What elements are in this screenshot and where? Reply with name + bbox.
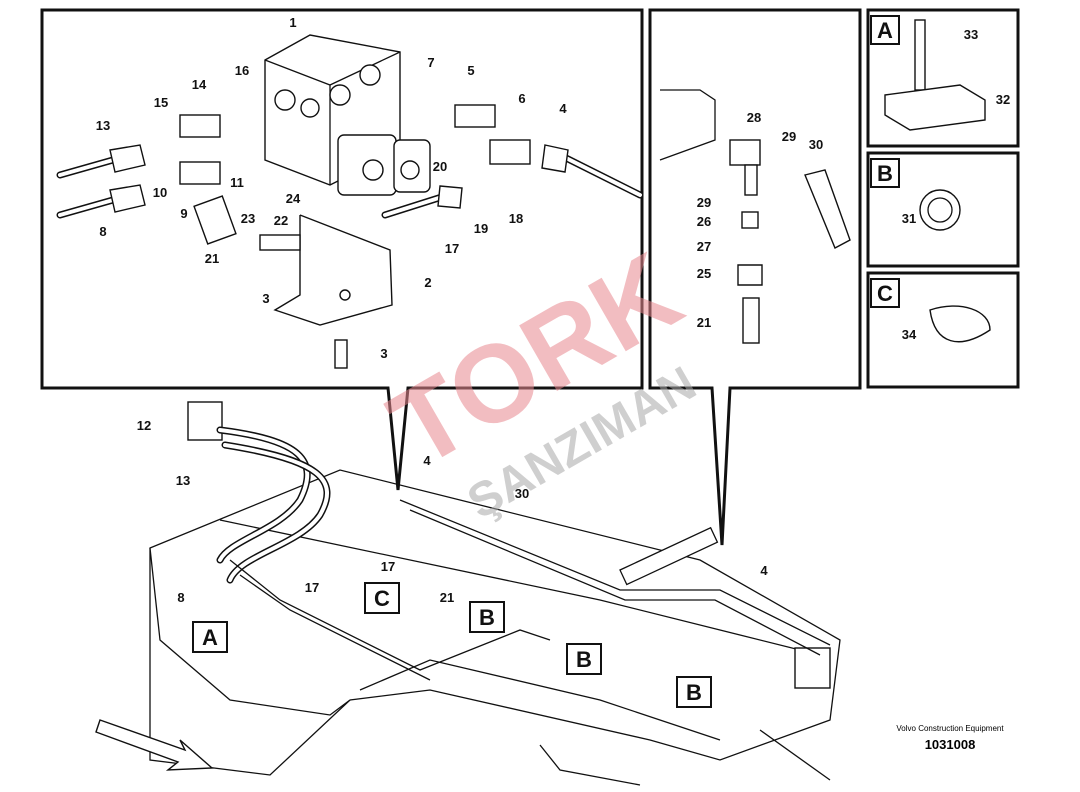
- bracket: [273, 214, 393, 326]
- direction-arrow: [95, 719, 214, 771]
- part-number-label: 4: [760, 563, 768, 578]
- view-reference-label: C: [374, 586, 390, 611]
- view-title-box: [870, 15, 900, 45]
- view-reference-label: C: [877, 281, 893, 306]
- part-number-label: 8: [99, 224, 106, 239]
- part-number-label: 15: [154, 95, 168, 110]
- part-number-label: 3: [262, 291, 269, 306]
- view-reference-label: B: [686, 680, 702, 705]
- view-reference-box: [192, 621, 228, 653]
- view-reference-box: [364, 582, 400, 614]
- part-number-label: 18: [509, 211, 523, 226]
- part-number-label: 29: [697, 195, 711, 210]
- machine-frame: [149, 401, 841, 786]
- view-reference-label: A: [877, 18, 893, 43]
- part-number-label: 21: [697, 315, 711, 330]
- part-number-label: 7: [427, 55, 434, 70]
- part-number-label: 12: [137, 418, 151, 433]
- part-number-label: 17: [305, 580, 319, 595]
- part-number-label: 4: [423, 453, 431, 468]
- part-number-label: 27: [697, 239, 711, 254]
- part-number-label: 23: [241, 211, 255, 226]
- part-number-label: 11: [230, 175, 244, 190]
- view-title-box: [870, 158, 900, 188]
- view-reference-box: [469, 601, 505, 633]
- part-number-label: 2: [424, 275, 431, 290]
- main-hoses: [56, 104, 644, 369]
- part-number-label: 29: [782, 129, 796, 144]
- view-reference-label: B: [877, 161, 893, 186]
- view-reference-label: A: [202, 625, 218, 650]
- part-number-label: 32: [996, 92, 1010, 107]
- view-reference-box: [566, 643, 602, 675]
- part-number-label: 25: [697, 266, 711, 281]
- part-number-label: 10: [153, 185, 167, 200]
- hoses: [216, 426, 831, 681]
- part-number-label: 28: [747, 110, 761, 125]
- part-number-label: 4: [559, 101, 567, 116]
- view-title-box: [870, 278, 900, 308]
- part-number-label: 3: [380, 346, 387, 361]
- part-number-label: 30: [515, 486, 529, 501]
- fittings: [659, 89, 851, 344]
- part-number-label: 1: [289, 15, 296, 30]
- valve-block: [264, 34, 431, 196]
- part-number-label: 16: [235, 63, 249, 78]
- part-number-label: 34: [902, 327, 917, 342]
- part-number-label: 19: [474, 221, 488, 236]
- company-name: Volvo Construction Equipment: [896, 724, 1004, 733]
- part-number-label: 9: [180, 206, 187, 221]
- part-number-label: 21: [205, 251, 219, 266]
- part-number-label: 20: [433, 159, 447, 174]
- part-number-label: 6: [518, 91, 525, 106]
- view-reference-label: B: [576, 647, 592, 672]
- part-number-label: 24: [286, 191, 301, 206]
- part-number-label: 30: [809, 137, 823, 152]
- drawing-number: 1031008: [924, 737, 976, 752]
- footer: Volvo Construction Equipment 1031008: [895, 724, 1005, 752]
- part-number-label: 17: [381, 559, 395, 574]
- part-number-label: 14: [192, 77, 207, 92]
- clamp-parts: [884, 19, 991, 343]
- part-number-label: 13: [96, 118, 110, 133]
- part-number-label: 22: [274, 213, 288, 228]
- part-number-label: 33: [964, 27, 978, 42]
- part-number-label: 8: [177, 590, 184, 605]
- view-reference-box: [676, 676, 712, 708]
- view-reference-label: B: [479, 605, 495, 630]
- part-number-label: 31: [902, 211, 916, 226]
- part-number-label: 13: [176, 473, 190, 488]
- part-number-label: 5: [467, 63, 474, 78]
- part-number-label: 17: [445, 241, 459, 256]
- part-number-label: 21: [440, 590, 454, 605]
- part-number-label: 26: [697, 214, 711, 229]
